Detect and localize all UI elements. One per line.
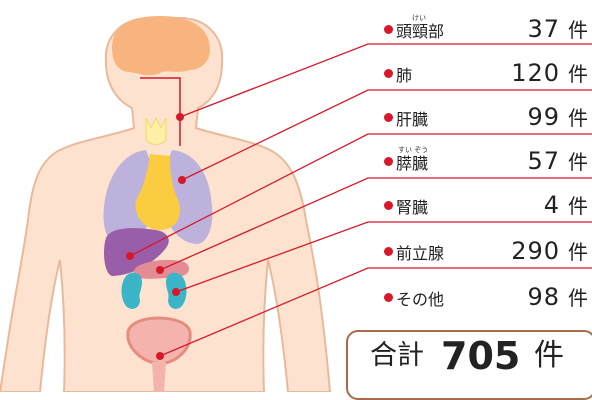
organ-marker-dot bbox=[156, 352, 164, 360]
organ-label: 頭頸部 bbox=[396, 22, 445, 41]
organ-label: 腎臓 bbox=[396, 198, 429, 217]
leader-line-head-neck bbox=[179, 43, 592, 118]
organ-count: 98 bbox=[527, 283, 560, 311]
bullet-dot bbox=[384, 201, 393, 210]
leader-line-pancreas bbox=[159, 177, 592, 271]
organ-unit: 件 bbox=[568, 240, 588, 264]
organ-count: 120 bbox=[511, 59, 560, 87]
total-value: 705 bbox=[441, 334, 521, 378]
bladder-shape bbox=[126, 316, 192, 366]
organ-row-prostate: 前立腺 290 件 bbox=[382, 236, 590, 266]
organ-label: 肝臓 bbox=[396, 110, 429, 129]
ruby-text: けい bbox=[412, 14, 426, 22]
organ-marker-dot bbox=[176, 113, 184, 121]
organ-unit: 件 bbox=[568, 286, 588, 310]
total-unit: 件 bbox=[534, 338, 564, 373]
leader-line-lung bbox=[181, 89, 592, 181]
organ-label: その他 bbox=[396, 290, 445, 309]
organ-unit: 件 bbox=[568, 18, 588, 42]
right-lung-shape bbox=[168, 150, 213, 244]
ruby-text: すい ぞう bbox=[398, 146, 429, 154]
bullet-dot bbox=[384, 293, 393, 302]
total-label: 合計 bbox=[370, 340, 424, 371]
organ-count: 4 bbox=[543, 191, 560, 219]
bullet-dot bbox=[384, 247, 393, 256]
organ-marker-dot bbox=[178, 176, 186, 184]
leader-line-liver bbox=[129, 133, 592, 257]
organ-marker-dot bbox=[156, 266, 164, 274]
organ-count: 99 bbox=[527, 103, 560, 131]
brain-shape bbox=[112, 16, 210, 76]
organ-row-liver: 肝臓 99 件 bbox=[382, 102, 590, 132]
organ-row-lung: 肺 120 件 bbox=[382, 58, 590, 88]
left-kidney-shape bbox=[121, 272, 142, 309]
organ-unit: 件 bbox=[568, 150, 588, 174]
organ-unit: 件 bbox=[568, 194, 588, 218]
organ-count: 290 bbox=[511, 237, 560, 265]
left-lung-shape bbox=[103, 150, 150, 244]
organ-unit: 件 bbox=[568, 62, 588, 86]
bullet-dot bbox=[384, 69, 393, 78]
organ-count: 37 bbox=[527, 15, 560, 43]
organ-marker-dot bbox=[126, 252, 134, 260]
organ-row-pancreas: すい ぞう 膵臓 57 件 bbox=[382, 146, 590, 176]
organ-unit: 件 bbox=[568, 106, 588, 130]
organ-label: 前立腺 bbox=[396, 244, 445, 263]
organ-marker-dot bbox=[172, 288, 180, 296]
organ-row-other: その他 98 件 bbox=[382, 282, 590, 312]
organ-row-head-neck: けい 頭頸部 37 件 bbox=[382, 14, 590, 44]
organ-label: 肺 bbox=[396, 66, 413, 85]
heart-shape bbox=[135, 154, 180, 230]
total-box: 合計 705 件 bbox=[346, 330, 592, 400]
bullet-dot bbox=[384, 157, 393, 166]
organ-count: 57 bbox=[527, 147, 560, 175]
urethra-shape bbox=[152, 362, 166, 392]
bullet-dot bbox=[384, 113, 393, 122]
organ-label: 膵臓 bbox=[396, 154, 429, 173]
thyroid-shape bbox=[145, 116, 167, 145]
organ-row-kidney: 腎臓 4 件 bbox=[382, 190, 590, 220]
leader-line-kidney bbox=[175, 221, 592, 293]
head-neck-bracket bbox=[140, 77, 181, 146]
leader-line-prostate bbox=[159, 267, 592, 357]
bullet-dot bbox=[384, 25, 393, 34]
